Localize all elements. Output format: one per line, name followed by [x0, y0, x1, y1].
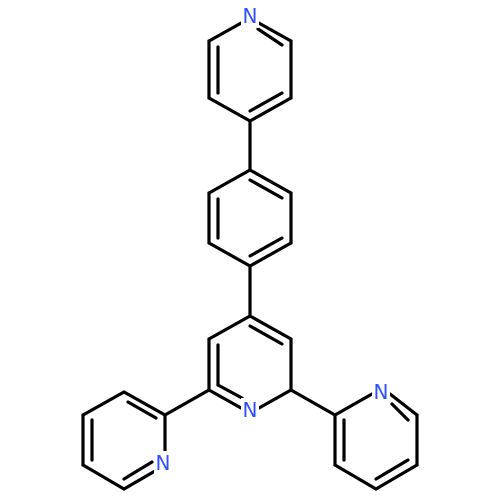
bond-center-ring-tl — [207, 314, 252, 341]
bond-phenyl-tl — [207, 168, 252, 195]
bond-left-ring-tl — [81, 390, 126, 417]
bond-top-ring-n-right — [255, 20, 293, 43]
bond-top-ring-inner-3 — [248, 91, 284, 113]
atom-n-left-bg — [154, 451, 172, 475]
bond-right-ring-bl — [333, 463, 378, 491]
bond-link-center-left — [163, 388, 211, 417]
atom-n-left: N — [154, 451, 172, 475]
bond-phenyl-bl — [207, 241, 252, 268]
atom-n-left-label: N — [156, 451, 171, 475]
atom-n-top-bg — [241, 4, 259, 28]
bond-left-ring-top — [122, 390, 167, 417]
atom-n-right-bg — [372, 380, 390, 404]
bond-right-ring-n-top — [333, 392, 374, 417]
bond-right-ring-inner-3 — [390, 402, 410, 422]
bond-center-ring-inner-1 — [248, 324, 284, 346]
bond-right-ring-n-right — [388, 392, 419, 417]
atom-label-group: N N N N — [154, 4, 390, 475]
bond-top-ring-inner-1 — [256, 27, 284, 47]
bond-center-ring-n-right — [257, 388, 293, 410]
bond-phenyl-inner-3 — [248, 236, 284, 258]
atom-n-center-bg — [241, 398, 259, 422]
bond-center-ring-tr — [248, 314, 293, 341]
atom-n-top: N — [241, 4, 259, 28]
bond-left-ring-inner-1 — [126, 400, 158, 420]
bond-left-ring-n-bottom — [122, 469, 157, 491]
bond-top-ring-n-left — [207, 20, 245, 43]
bond-phenyl-inner-1 — [248, 178, 284, 200]
bond-top-ring-br — [248, 96, 293, 123]
bond-left-ring-inner-3 — [122, 460, 154, 481]
bond-left-ring-bl — [81, 463, 126, 491]
atom-n-center: N — [241, 398, 259, 422]
atom-n-center-label: N — [243, 398, 258, 422]
atom-n-right: N — [372, 380, 390, 404]
atom-n-right-label: N — [374, 380, 389, 404]
bond-group — [81, 20, 419, 491]
bond-center-ring-inner-3 — [216, 383, 244, 400]
bond-link-center-right — [289, 388, 337, 417]
atom-n-top-label: N — [243, 4, 258, 28]
bond-phenyl-tr — [248, 168, 293, 195]
bond-right-ring-inner-2 — [374, 458, 410, 481]
bond-center-ring-n-left — [207, 388, 243, 410]
bond-right-ring-br — [374, 463, 419, 491]
bond-phenyl-br — [248, 241, 293, 268]
bond-top-ring-bl — [207, 96, 252, 123]
